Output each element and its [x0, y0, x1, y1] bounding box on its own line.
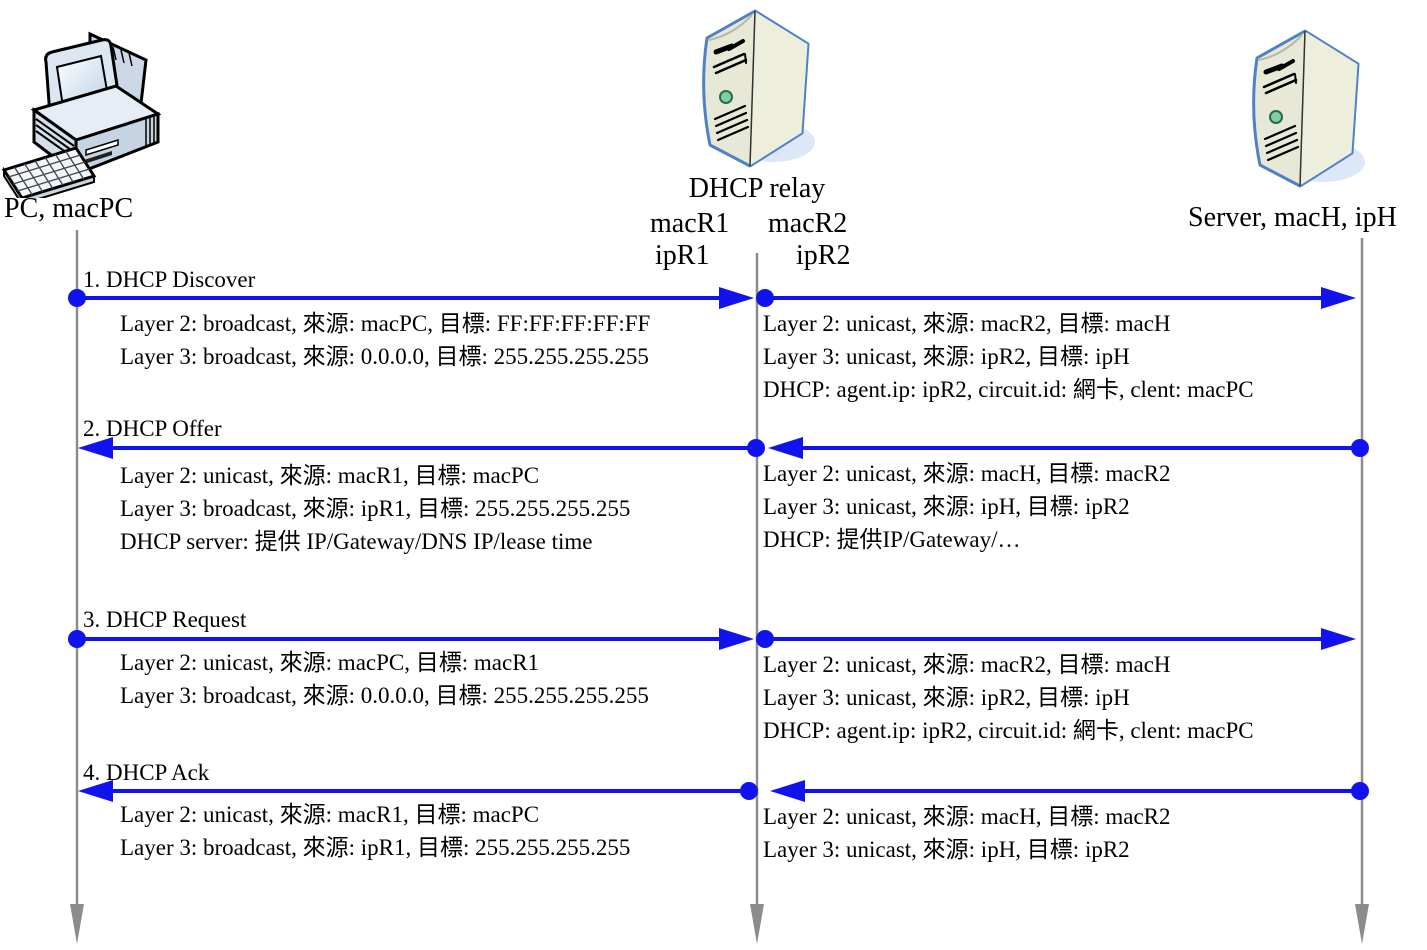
led-icon	[719, 90, 733, 104]
detail-line: Layer 3: broadcast, 來源: 0.0.0.0, 目標: 255…	[120, 344, 649, 369]
left-arrowhead-icon	[770, 780, 805, 802]
server-icon	[1252, 29, 1365, 188]
detail-line: DHCP server: 提供 IP/Gateway/DNS IP/lease …	[120, 529, 593, 554]
pc-node-label: PC, macPC	[4, 193, 134, 224]
pc-lifeline-arrowhead-icon	[70, 904, 84, 944]
detail-line: Layer 2: unicast, 來源: macH, 目標: macR2	[763, 804, 1171, 829]
detail-line: Layer 2: unicast, 來源: macR1, 目標: macPC	[120, 802, 540, 827]
detail-line: DHCP: 提供IP/Gateway/…	[763, 527, 1021, 552]
message-4-arrow	[78, 780, 1369, 802]
relay-mac-right-label: macR2	[768, 208, 848, 239]
message-2-right-details: Layer 2: unicast, 來源: macH, 目標: macR2 La…	[763, 457, 1171, 556]
message-4-left-details: Layer 2: unicast, 來源: macR1, 目標: macPC L…	[120, 798, 630, 864]
detail-line: Layer 2: unicast, 來源: macR2, 目標: macH	[763, 311, 1171, 336]
message-2-left-details: Layer 2: unicast, 來源: macR1, 目標: macPC L…	[120, 459, 630, 558]
relay-ip-right-label: ipR2	[796, 240, 851, 271]
led-icon	[1269, 110, 1283, 124]
detail-line: Layer 3: unicast, 來源: ipR2, 目標: ipH	[763, 685, 1130, 710]
detail-line: Layer 3: broadcast, 來源: ipR1, 目標: 255.25…	[120, 496, 631, 521]
message-4-label: 4. DHCP Ack	[83, 760, 210, 785]
detail-line: DHCP: agent.ip: ipR2, circuit.id: 網卡, cl…	[763, 718, 1254, 743]
left-arrowhead-icon	[78, 437, 113, 459]
left-arrowhead-icon	[768, 437, 803, 459]
right-arrowhead-icon	[1321, 628, 1356, 650]
message-4-right-details: Layer 2: unicast, 來源: macH, 目標: macR2 La…	[763, 800, 1171, 866]
message-1-right-details: Layer 2: unicast, 來源: macR2, 目標: macH La…	[763, 307, 1254, 406]
server-lifeline-arrowhead-icon	[1355, 904, 1369, 944]
detail-line: Layer 2: unicast, 來源: macH, 目標: macR2	[763, 461, 1171, 486]
message-2-arrow	[78, 437, 1369, 459]
server-lifeline	[1355, 238, 1369, 944]
relay-lifeline-arrowhead-icon	[750, 904, 764, 944]
pc-lifeline	[70, 230, 84, 944]
left-arrowhead-icon	[78, 780, 113, 802]
detail-line: Layer 2: broadcast, 來源: macPC, 目標: FF:FF…	[120, 311, 651, 336]
right-arrowhead-icon	[719, 287, 754, 309]
relay-ip-left-label: ipR1	[655, 240, 710, 271]
right-arrowhead-icon	[1321, 287, 1356, 309]
message-3-right-details: Layer 2: unicast, 來源: macR2, 目標: macH La…	[763, 648, 1254, 747]
detail-line: Layer 2: unicast, 來源: macPC, 目標: macR1	[120, 650, 540, 675]
message-3-left-details: Layer 2: unicast, 來源: macPC, 目標: macR1 L…	[120, 646, 649, 712]
message-3-arrow	[68, 628, 1356, 650]
message-1-left-details: Layer 2: broadcast, 來源: macPC, 目標: FF:FF…	[120, 307, 650, 373]
detail-line: Layer 3: unicast, 來源: ipR2, 目標: ipH	[763, 344, 1130, 369]
message-3-label: 3. DHCP Request	[83, 607, 247, 632]
detail-line: Layer 2: unicast, 來源: macR1, 目標: macPC	[120, 463, 540, 488]
detail-line: Layer 3: broadcast, 來源: ipR1, 目標: 255.25…	[120, 835, 631, 860]
detail-line: DHCP: agent.ip: ipR2, circuit.id: 網卡, cl…	[763, 377, 1254, 402]
relay-node-title: DHCP relay	[688, 173, 826, 204]
detail-line: Layer 2: unicast, 來源: macR2, 目標: macH	[763, 652, 1171, 677]
message-2-label: 2. DHCP Offer	[83, 416, 222, 441]
message-1-label: 1. DHCP Discover	[83, 267, 256, 292]
right-arrowhead-icon	[719, 628, 754, 650]
detail-line: Layer 3: unicast, 來源: ipH, 目標: ipR2	[763, 494, 1130, 519]
relay-mac-left-label: macR1	[650, 208, 730, 239]
dhcp-relay-server-icon	[702, 9, 815, 168]
detail-line: Layer 3: broadcast, 來源: 0.0.0.0, 目標: 255…	[120, 683, 649, 708]
pc-icon	[1, 31, 162, 198]
server-node-label: Server, macH, ipH	[1188, 202, 1397, 233]
message-1-arrow	[68, 287, 1356, 309]
relay-lifeline	[750, 253, 764, 944]
detail-line: Layer 3: unicast, 來源: ipH, 目標: ipR2	[763, 837, 1130, 862]
